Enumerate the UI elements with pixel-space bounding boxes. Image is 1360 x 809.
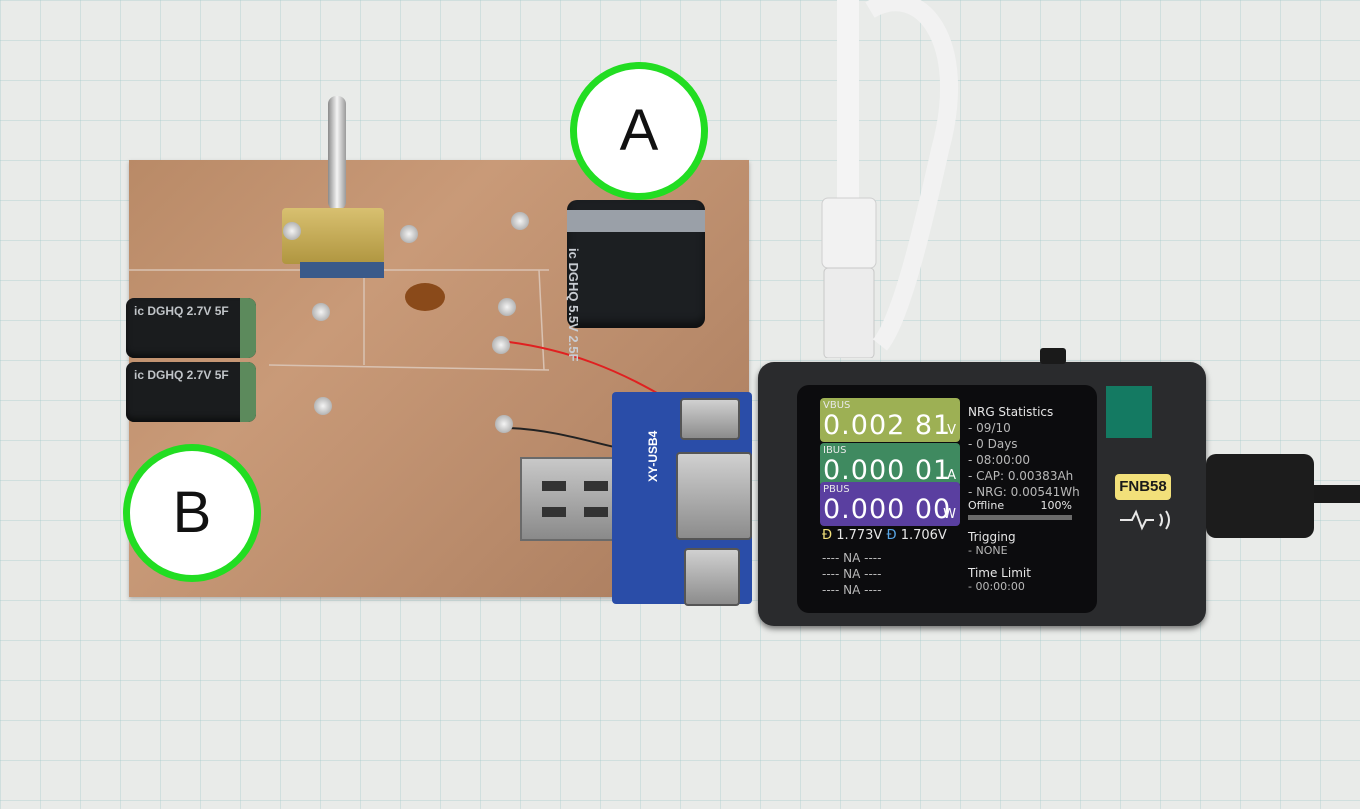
time-limit-block: Time Limit - 00:00:00	[968, 566, 1031, 593]
solder-pad	[492, 336, 510, 354]
marker-a: A	[570, 62, 708, 200]
usb-a-port[interactable]	[676, 452, 752, 540]
supercapacitor-small-2: ic DGHQ 2.7V 5F	[126, 362, 256, 422]
nrg-statistics: NRG Statistics - 09/10 - 0 Days - 08:00:…	[968, 405, 1080, 499]
switch-base	[300, 262, 384, 278]
pbus-panel: PBUS 0.000 00 W	[820, 482, 960, 526]
usb-c-port[interactable]	[684, 548, 740, 606]
solder-pad	[314, 397, 332, 415]
solder-pad	[498, 298, 516, 316]
ibus-panel: IBUS 0.000 01 A	[820, 443, 960, 487]
meter-button[interactable]	[1040, 348, 1066, 364]
vbus-value: 0.002 81	[823, 410, 952, 441]
dplus-icon: Ð	[822, 528, 833, 543]
offline-status: Offline 100%	[968, 499, 1072, 512]
flux-blob	[405, 283, 445, 311]
solder-pad	[312, 303, 330, 321]
micro-usb-port[interactable]	[680, 398, 740, 440]
black-usb-cable	[1206, 454, 1360, 538]
solder-pad	[400, 225, 418, 243]
fnb58-badge: FNB58	[1115, 474, 1171, 500]
offline-progress-bar	[968, 515, 1072, 520]
solder-pad	[283, 222, 301, 240]
capacitor-label: ic DGHQ 5.5V 2.5F	[566, 248, 581, 362]
na-list: ---- NA ---- ---- NA ---- ---- NA ----	[822, 551, 882, 597]
meter-indicator	[1106, 386, 1152, 438]
stats-title: NRG Statistics	[968, 405, 1054, 419]
trigging-block: Trigging - NONE	[968, 530, 1016, 557]
pbus-value: 0.000 00	[823, 494, 952, 525]
ibus-value: 0.000 01	[823, 455, 952, 486]
capacitor-band	[567, 210, 705, 232]
adapter-silkscreen: XY-USB4	[646, 430, 660, 482]
supercapacitor-large: ic DGHQ 5.5V 2.5F	[566, 200, 705, 361]
data-line-readout: Ð 1.773V Ð 1.706V	[822, 528, 947, 543]
solder-pad	[511, 212, 529, 230]
dminus-icon: Ð	[886, 528, 897, 543]
supercapacitor-small-1: ic DGHQ 2.7V 5F	[126, 298, 256, 358]
vbus-panel: VBUS 0.002 81 V	[820, 398, 960, 442]
toggle-switch-lever[interactable]	[328, 96, 346, 210]
capacitor-label: ic DGHQ 2.7V 5F	[134, 368, 229, 382]
heartbeat-wireless-icon	[1120, 509, 1170, 531]
white-cable-loop	[865, 0, 958, 351]
capacitor-label: ic DGHQ 2.7V 5F	[134, 304, 229, 318]
marker-b: B	[123, 444, 261, 582]
white-usb-cable	[821, 0, 877, 358]
solder-pad	[495, 415, 513, 433]
